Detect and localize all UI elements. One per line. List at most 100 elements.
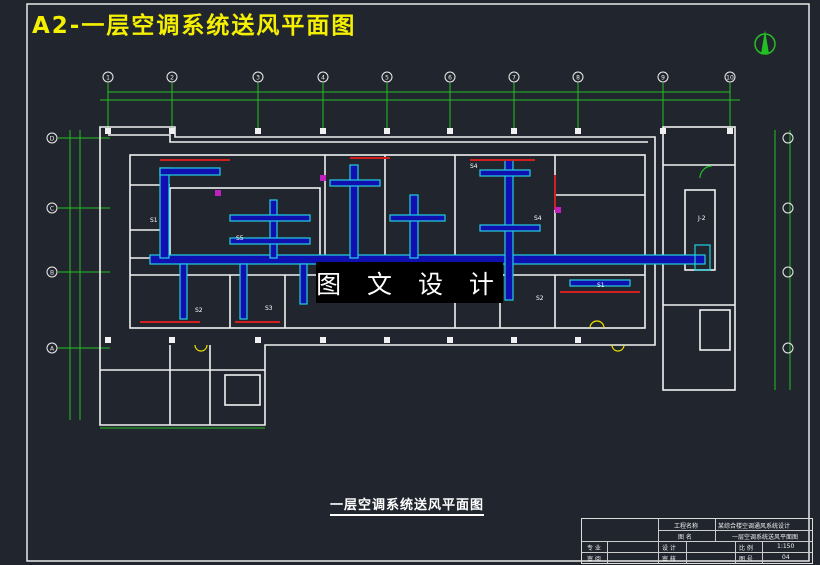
grid-axis-bubble: C	[46, 202, 794, 214]
grid-axis-label: B	[50, 270, 54, 277]
outlet-label: S3	[265, 305, 273, 312]
grid-axis-bubble: 1	[102, 71, 114, 132]
column	[169, 337, 175, 343]
drawing-title: 一层空调系统送风平面图	[330, 494, 485, 516]
ahu-unit	[694, 244, 711, 271]
exhaust-fan-icon	[215, 190, 221, 196]
doors	[194, 165, 713, 352]
grid-axis-label: 1	[106, 75, 110, 82]
branch-duct	[389, 214, 446, 222]
branch-duct	[479, 169, 531, 177]
ahu-label: J-2	[697, 215, 706, 222]
grid-axis-label: 10	[726, 75, 734, 82]
grid-axis-bubble: 5	[381, 71, 393, 132]
branch-duct	[349, 164, 359, 259]
branch-duct	[229, 237, 311, 245]
column	[105, 337, 111, 343]
column	[660, 128, 666, 134]
tb-cell: 专 业	[587, 545, 601, 552]
structural-columns	[105, 128, 733, 343]
grid-axis-label: 8	[576, 75, 580, 82]
column	[384, 337, 390, 343]
outlet-label: S1	[597, 282, 605, 289]
column	[511, 128, 517, 134]
grid-axis-bubble: 4	[317, 71, 329, 132]
column	[320, 128, 326, 134]
column	[447, 337, 453, 343]
grid-axis-label: 3	[256, 75, 260, 82]
grid-axis-bubble: 8	[572, 71, 584, 132]
exhaust-fan-icon	[555, 207, 561, 213]
drawing-value: 一层空调系统送风平面图	[732, 534, 799, 541]
grid-axis-label: D	[50, 136, 55, 143]
branch-duct	[229, 214, 311, 222]
column	[169, 128, 175, 134]
grid-axis-label: 2	[170, 75, 174, 82]
column	[255, 337, 261, 343]
grid-axis-bubble: 3	[252, 71, 264, 132]
grid-axis-bubble: 7	[508, 71, 520, 132]
outlet-label: S1	[150, 217, 158, 224]
grid-axis-bubble: 9	[657, 71, 669, 132]
grid-axes-left: D C B A	[46, 132, 794, 354]
column	[320, 337, 326, 343]
north-arrow-icon	[754, 30, 776, 55]
outlet-label: S4	[534, 215, 542, 222]
branch-duct	[159, 167, 221, 176]
grid-axis-label: 5	[385, 75, 389, 82]
branch-duct	[299, 263, 308, 305]
diffusers	[140, 157, 640, 323]
drawing-sheet-title: A2-一层空调系统送风平面图	[32, 13, 357, 39]
tb-cell: 审 阅	[587, 556, 601, 563]
grid-axis-label: 6	[448, 75, 452, 82]
grid-axis-bubble: D	[46, 132, 794, 144]
exhaust-fan-icon	[320, 175, 326, 181]
tb-cell: 图 号	[739, 556, 753, 563]
grid-axis-label: 4	[321, 75, 325, 82]
outlet-labels: S1 S2 S3 S4 S5 S4 S2 S1 J-2	[150, 163, 706, 314]
column	[575, 128, 581, 134]
grid-axis-bubble: 6	[444, 71, 456, 132]
tb-cell: 审 核	[662, 556, 676, 563]
grid-axis-label: A	[50, 346, 55, 353]
drawing-number: 04	[782, 554, 790, 561]
column	[511, 337, 517, 343]
grid-axis-label: 9	[661, 75, 665, 82]
column	[384, 128, 390, 134]
grid-axes-top: 1 2 3 4 5 6 7 8 9 10	[102, 71, 736, 132]
branch-duct	[569, 279, 631, 287]
grid-axis-label: C	[50, 206, 54, 213]
scale-value: 1:150	[777, 543, 795, 550]
branch-duct	[479, 224, 541, 232]
tb-cell: 设 计	[662, 545, 676, 552]
tb-cell: 比 例	[739, 545, 753, 552]
project-value: 某综合楼空调通风系统设计	[718, 523, 791, 530]
branch-duct	[239, 263, 248, 320]
branch-duct	[409, 194, 419, 259]
branch-duct	[269, 199, 278, 259]
watermark: 图 文 设 计	[316, 262, 503, 303]
drawing-label: 图 名	[678, 534, 692, 541]
project-label: 工程名称	[674, 523, 699, 530]
column	[575, 337, 581, 343]
grid-axis-bubble: 2	[166, 71, 178, 132]
branch-duct	[179, 263, 188, 320]
grid-axis-bubble: 10	[724, 71, 736, 132]
dimension-lines	[69, 91, 791, 429]
outlet-label: S5	[236, 235, 244, 242]
branch-duct	[159, 167, 170, 259]
branch-duct	[329, 179, 381, 187]
column	[727, 128, 733, 134]
column	[447, 128, 453, 134]
supply-duct-system: S1 S2 S3 S4 S5 S4 S2 S1 J-2	[140, 157, 711, 323]
column	[105, 128, 111, 134]
outlet-label: S2	[536, 295, 544, 302]
outlet-label: S2	[195, 307, 203, 314]
column	[255, 128, 261, 134]
title-block: 工程名称 某综合楼空调通风系统设计 图 名 一层空调系统送风平面图 专 业 设 …	[581, 518, 813, 564]
drawing-frame	[26, 3, 810, 562]
outlet-label: S4	[470, 163, 478, 170]
grid-axis-bubble: A	[46, 342, 794, 354]
grid-axis-bubble: B	[46, 266, 794, 278]
